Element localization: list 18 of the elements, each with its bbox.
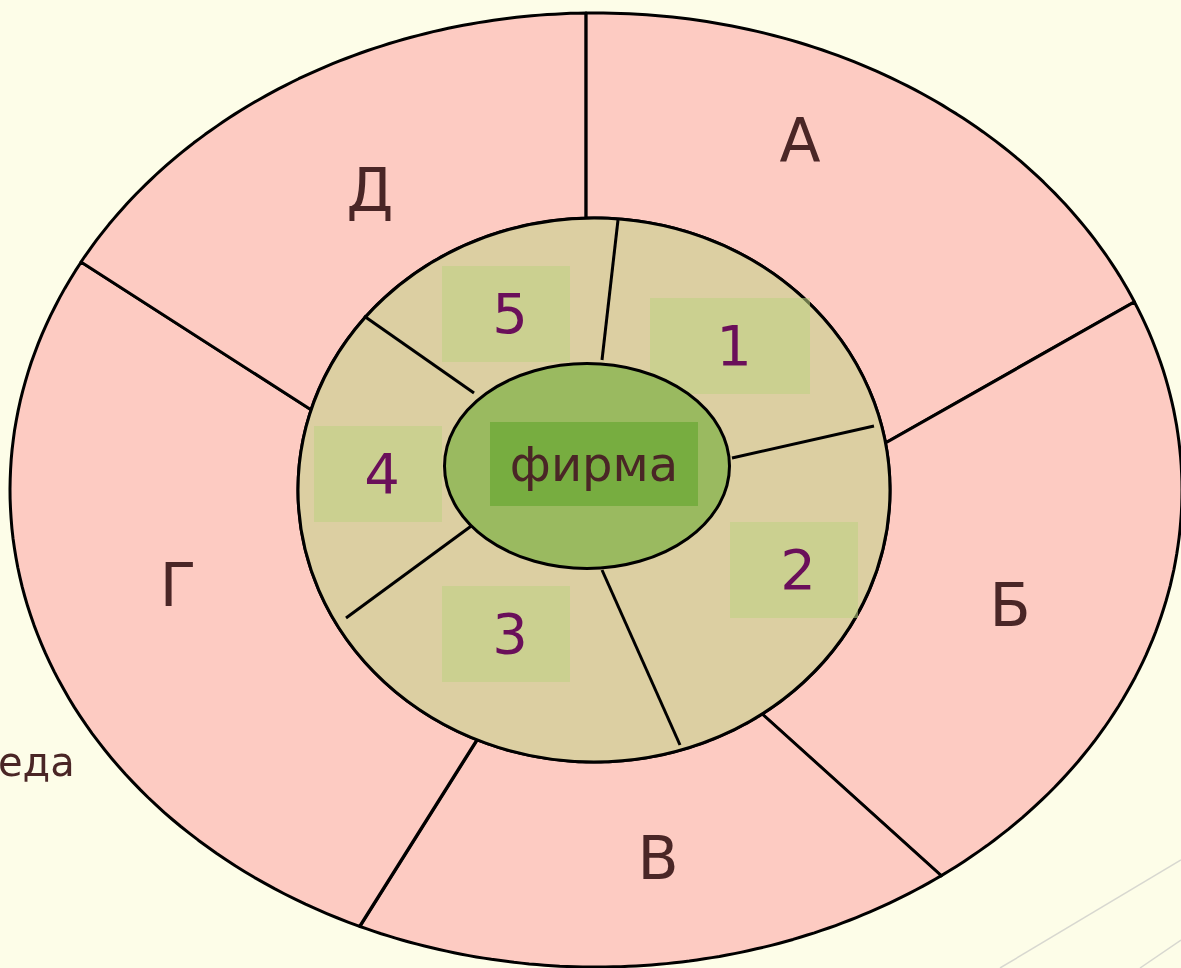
- sector-letter: В: [637, 828, 679, 888]
- sector-number: 5: [492, 286, 528, 342]
- ring-sector: [81, 13, 586, 410]
- note-text: еда: [0, 742, 75, 782]
- number-tile: [730, 522, 858, 618]
- sector-letter: А: [779, 110, 821, 170]
- sector-number: 1: [716, 318, 752, 374]
- number-tile: [650, 298, 810, 394]
- sector-letter: Б: [989, 575, 1031, 635]
- number-tile: [442, 266, 570, 362]
- sector-letter: Г: [159, 555, 197, 615]
- ring-sector: [359, 713, 941, 967]
- sector-number: 3: [492, 606, 528, 662]
- sector-letter: Д: [346, 160, 394, 220]
- sector-number: 2: [780, 542, 816, 598]
- sector-number: 4: [364, 446, 400, 502]
- ring-sector: [586, 13, 1135, 443]
- number-tile: [314, 426, 442, 522]
